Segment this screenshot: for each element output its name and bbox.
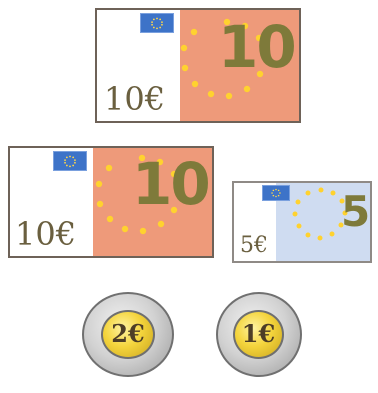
eu-flag-icon	[262, 185, 290, 201]
coin-label: 1€	[241, 319, 276, 348]
corner-label: 5€	[240, 233, 268, 258]
star-circle	[175, 16, 280, 108]
coin-2-euro: 2€	[82, 292, 174, 377]
big-value: 5	[341, 187, 370, 236]
coin-center: 2€	[101, 310, 155, 359]
corner-label: 10€	[104, 80, 166, 118]
banknote-5-euro: 5 5€	[232, 181, 372, 263]
big-value: 10	[132, 150, 211, 218]
eu-flag-icon	[53, 151, 87, 171]
banknote-10-euro-left: 10 10€	[8, 146, 214, 258]
coin-1-euro: 1€	[216, 292, 302, 377]
coin-center: 1€	[233, 310, 284, 359]
corner-label: 10€	[15, 215, 77, 253]
coin-label: 2€	[111, 319, 145, 348]
star-circle	[90, 152, 194, 242]
eu-flag-icon	[140, 13, 174, 33]
banknote-10-euro-top: 10 10€	[95, 8, 301, 123]
big-value: 10	[218, 13, 297, 81]
star-circle	[288, 186, 354, 246]
